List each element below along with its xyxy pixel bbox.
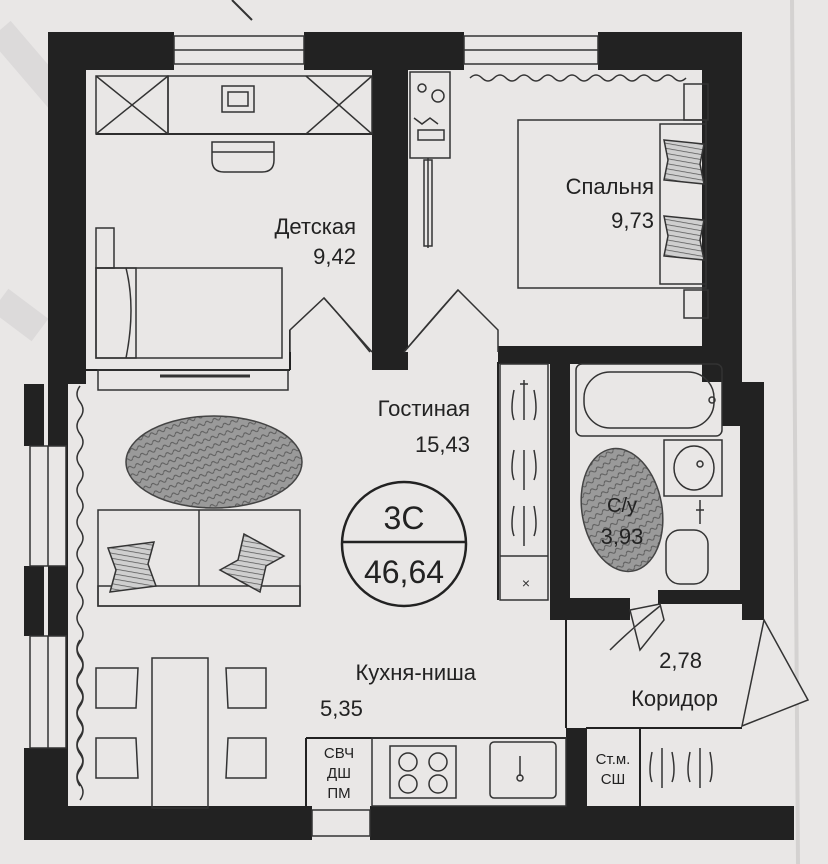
sofa <box>97 509 301 607</box>
desk <box>167 75 373 135</box>
edge-line <box>231 0 253 21</box>
appliance-dryer: СШ <box>600 771 626 788</box>
walls <box>24 32 794 840</box>
toilet <box>665 529 709 585</box>
laptop <box>221 85 255 113</box>
living-rug <box>125 415 303 509</box>
chair <box>225 737 267 779</box>
appliance-oven: ДШ <box>327 765 351 782</box>
bathtub <box>575 363 723 437</box>
bathroom-name: С/у <box>607 495 637 517</box>
bedroom-name: Спальня <box>565 174 654 199</box>
kids-room-area: 9,42 <box>313 244 356 269</box>
bedroom-door <box>403 288 499 353</box>
tv-unit <box>97 369 289 391</box>
bedroom-pillows <box>663 139 705 261</box>
apartment-type: 3С <box>383 500 425 536</box>
appliance-microwave: СВЧ <box>323 745 355 762</box>
entry-door <box>740 617 810 728</box>
living-room-area: 15,43 <box>414 432 470 457</box>
dining-set <box>95 657 267 809</box>
sink <box>663 439 723 497</box>
chair <box>95 737 139 779</box>
desk-chair <box>211 141 275 173</box>
bedroom-area: 9,73 <box>611 208 654 233</box>
chair <box>225 667 267 709</box>
kids-room-furniture <box>95 75 373 359</box>
cooktop <box>389 745 457 799</box>
apartment-badge <box>340 480 468 608</box>
bathroom-fixtures <box>575 363 723 585</box>
bath-door <box>609 603 665 652</box>
wardrobe-corridor <box>409 71 451 248</box>
corridor-name: Коридор <box>631 686 718 711</box>
bathroom-area: 3,93 <box>600 524 644 549</box>
bedroom-furniture <box>517 83 709 319</box>
curtains <box>76 74 687 801</box>
svg-text:×: × <box>522 575 530 591</box>
hall-wardrobe: × <box>499 363 549 601</box>
corridor-area: 2,78 <box>659 648 702 673</box>
bed-pillow <box>95 267 137 359</box>
chair <box>95 667 139 709</box>
kids-room-name: Детская <box>274 214 357 239</box>
edge-line <box>790 0 800 864</box>
kitchen-sink <box>489 741 557 799</box>
appliance-dishwasher: ПМ <box>327 785 351 802</box>
appliance-washer: Ст.м. <box>595 751 631 768</box>
living-room-name: Гостиная <box>377 396 470 421</box>
kitchen-counter <box>371 737 713 807</box>
dining-table <box>151 657 209 809</box>
bath-rug <box>580 447 664 573</box>
kitchen-name: Кухня-ниша <box>355 660 476 685</box>
kitchen-area: 5,35 <box>320 696 363 721</box>
kids-door <box>289 296 373 353</box>
windows <box>29 35 599 837</box>
total-area: 46,64 <box>363 554 445 590</box>
sofa-pillows <box>106 532 286 594</box>
